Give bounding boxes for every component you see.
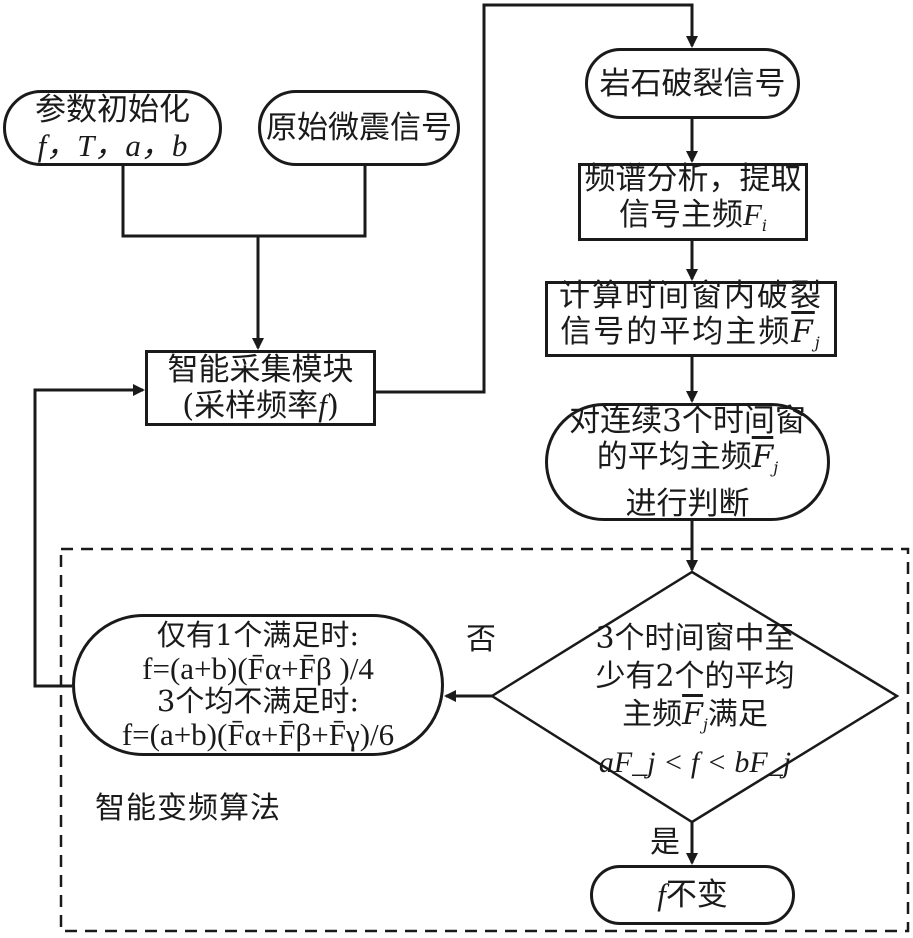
acquisition-subtitle-end: ) xyxy=(326,388,339,424)
judge-line1: 对连续3个时间窗 xyxy=(569,402,806,439)
decision-inequality: aF_j < f < bF_j xyxy=(598,746,792,779)
fft-sub: i xyxy=(761,215,768,235)
decision-line3-text: 主频 xyxy=(622,697,683,732)
acquisition-subtitle: (采样频率f) xyxy=(182,388,339,424)
judge-line2: 的平均主频Fj xyxy=(597,439,778,486)
init-title: 参数初始化 xyxy=(35,92,190,128)
fft-var: F xyxy=(742,196,762,232)
node-rock-fracture-signal: 岩石破裂信号 xyxy=(585,48,800,119)
mean-var: F xyxy=(791,313,815,350)
node-frequency-adjustment: 仅有1个满足时: f=(a+b)(F̄α+F̄β )/4 3个均不满足时: f=… xyxy=(72,614,444,756)
decision-line1: 3个时间窗中至 xyxy=(595,621,795,656)
node-raw-microseismic-signal: 原始微震信号 xyxy=(258,90,460,166)
adjust-case2-formula: f=(a+b)(F̄α+F̄β+F̄γ)/6 xyxy=(121,717,395,752)
judge-sub: j xyxy=(773,457,779,477)
unchanged-label: f不变 xyxy=(657,877,728,913)
unchanged-text: 不变 xyxy=(665,877,728,913)
algorithm-group-label: 智能变频算法 xyxy=(95,791,281,826)
mean-sub: j xyxy=(814,332,822,352)
decision-line2: 少有2个的平均 xyxy=(595,659,795,694)
adjust-case1-formula: f=(a+b)(F̄α+F̄β )/4 xyxy=(142,651,374,686)
node-spectrum-analysis: 频谱分析，提取 信号主频Fi xyxy=(578,160,808,244)
decision-sub: j xyxy=(702,715,708,734)
decision-line3: 主频Fj满足 xyxy=(560,696,830,744)
algorithm-group-boundary xyxy=(59,547,910,933)
acquisition-title: 智能采集模块 xyxy=(167,352,354,388)
node-parameter-init: 参数初始化 f，T，a，b xyxy=(3,90,222,166)
init-params: f，T，a，b xyxy=(37,128,188,163)
judge-line3: 进行判断 xyxy=(625,485,750,522)
mean-line2-text: 信号的平均主频 xyxy=(560,313,792,350)
judge-line2-text: 的平均主频 xyxy=(596,438,752,475)
fft-line2: 信号主频Fi xyxy=(619,197,767,244)
raw-signal-label: 原始微震信号 xyxy=(266,110,452,146)
acquisition-var: f xyxy=(318,388,327,423)
edge-label-no: 否 xyxy=(466,622,496,657)
decision-text: 3个时间窗中至 少有2个的平均 主频Fj满足 aF_j < f < bF_j xyxy=(560,620,830,782)
fft-line2-text: 信号主频 xyxy=(618,196,743,233)
node-mean-main-frequency: 计算时间窗内破裂 信号的平均主频Fj xyxy=(545,277,837,357)
acquisition-subtitle-text: (采样频率 xyxy=(182,388,319,424)
adjust-case1-label: 仅有1个满足时: xyxy=(156,618,360,652)
adjust-case2-label: 3个均不满足时: xyxy=(156,684,360,718)
judge-var: F xyxy=(751,438,774,475)
mean-line2: 信号的平均主频Fj xyxy=(560,314,821,361)
fft-line1: 频谱分析，提取 xyxy=(584,160,802,197)
edge-init-to-merge xyxy=(121,165,367,238)
rock-signal-label: 岩石破裂信号 xyxy=(599,65,786,102)
decision-var: F xyxy=(682,697,703,732)
mean-line1: 计算时间窗内破裂 xyxy=(559,277,823,314)
node-judge-three-windows: 对连续3个时间窗 的平均主频Fj 进行判断 xyxy=(545,402,830,522)
node-frequency-unchanged: f不变 xyxy=(590,865,795,925)
unchanged-var: f xyxy=(657,877,666,912)
edge-label-yes: 是 xyxy=(650,825,680,860)
edge-adjust-to-acquisition xyxy=(33,384,145,688)
decision-line3-end: 满足 xyxy=(707,697,768,732)
edge-acquisition-to-rock-signal xyxy=(375,3,698,394)
node-smart-acquisition-module: 智能采集模块 (采样频率f) xyxy=(145,350,376,426)
